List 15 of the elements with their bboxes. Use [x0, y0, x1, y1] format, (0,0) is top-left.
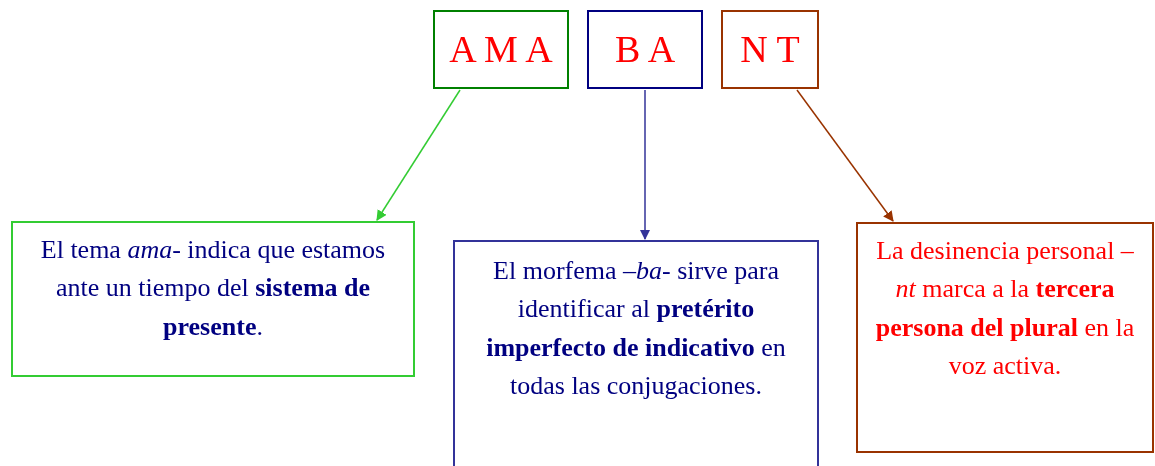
explanation-box	[453, 240, 819, 466]
morpheme-text: B A	[614, 27, 676, 72]
explanation-text: El morfema –ba- sirve para identificar al pretérito imperfecto de indicativo en todas las conjugaciones.	[485, 255, 787, 403]
morpheme-box	[433, 10, 569, 89]
arrow	[639, 89, 651, 241]
arrow	[796, 89, 894, 222]
morpheme-box	[721, 10, 819, 89]
explanation-text: El tema ama- indica que estamos ante un tiempo del sistema de presente.	[39, 234, 387, 343]
explanation-text: La desinencia personal –nt marca a la tercera persona del plural en la voz activa.	[874, 235, 1136, 383]
morpheme-text: A M A	[449, 27, 553, 72]
explanation-box	[856, 222, 1154, 453]
arrow	[376, 89, 461, 221]
morpheme-text: N T	[740, 27, 800, 72]
morpheme-box	[587, 10, 703, 89]
explanation-box	[11, 221, 415, 377]
